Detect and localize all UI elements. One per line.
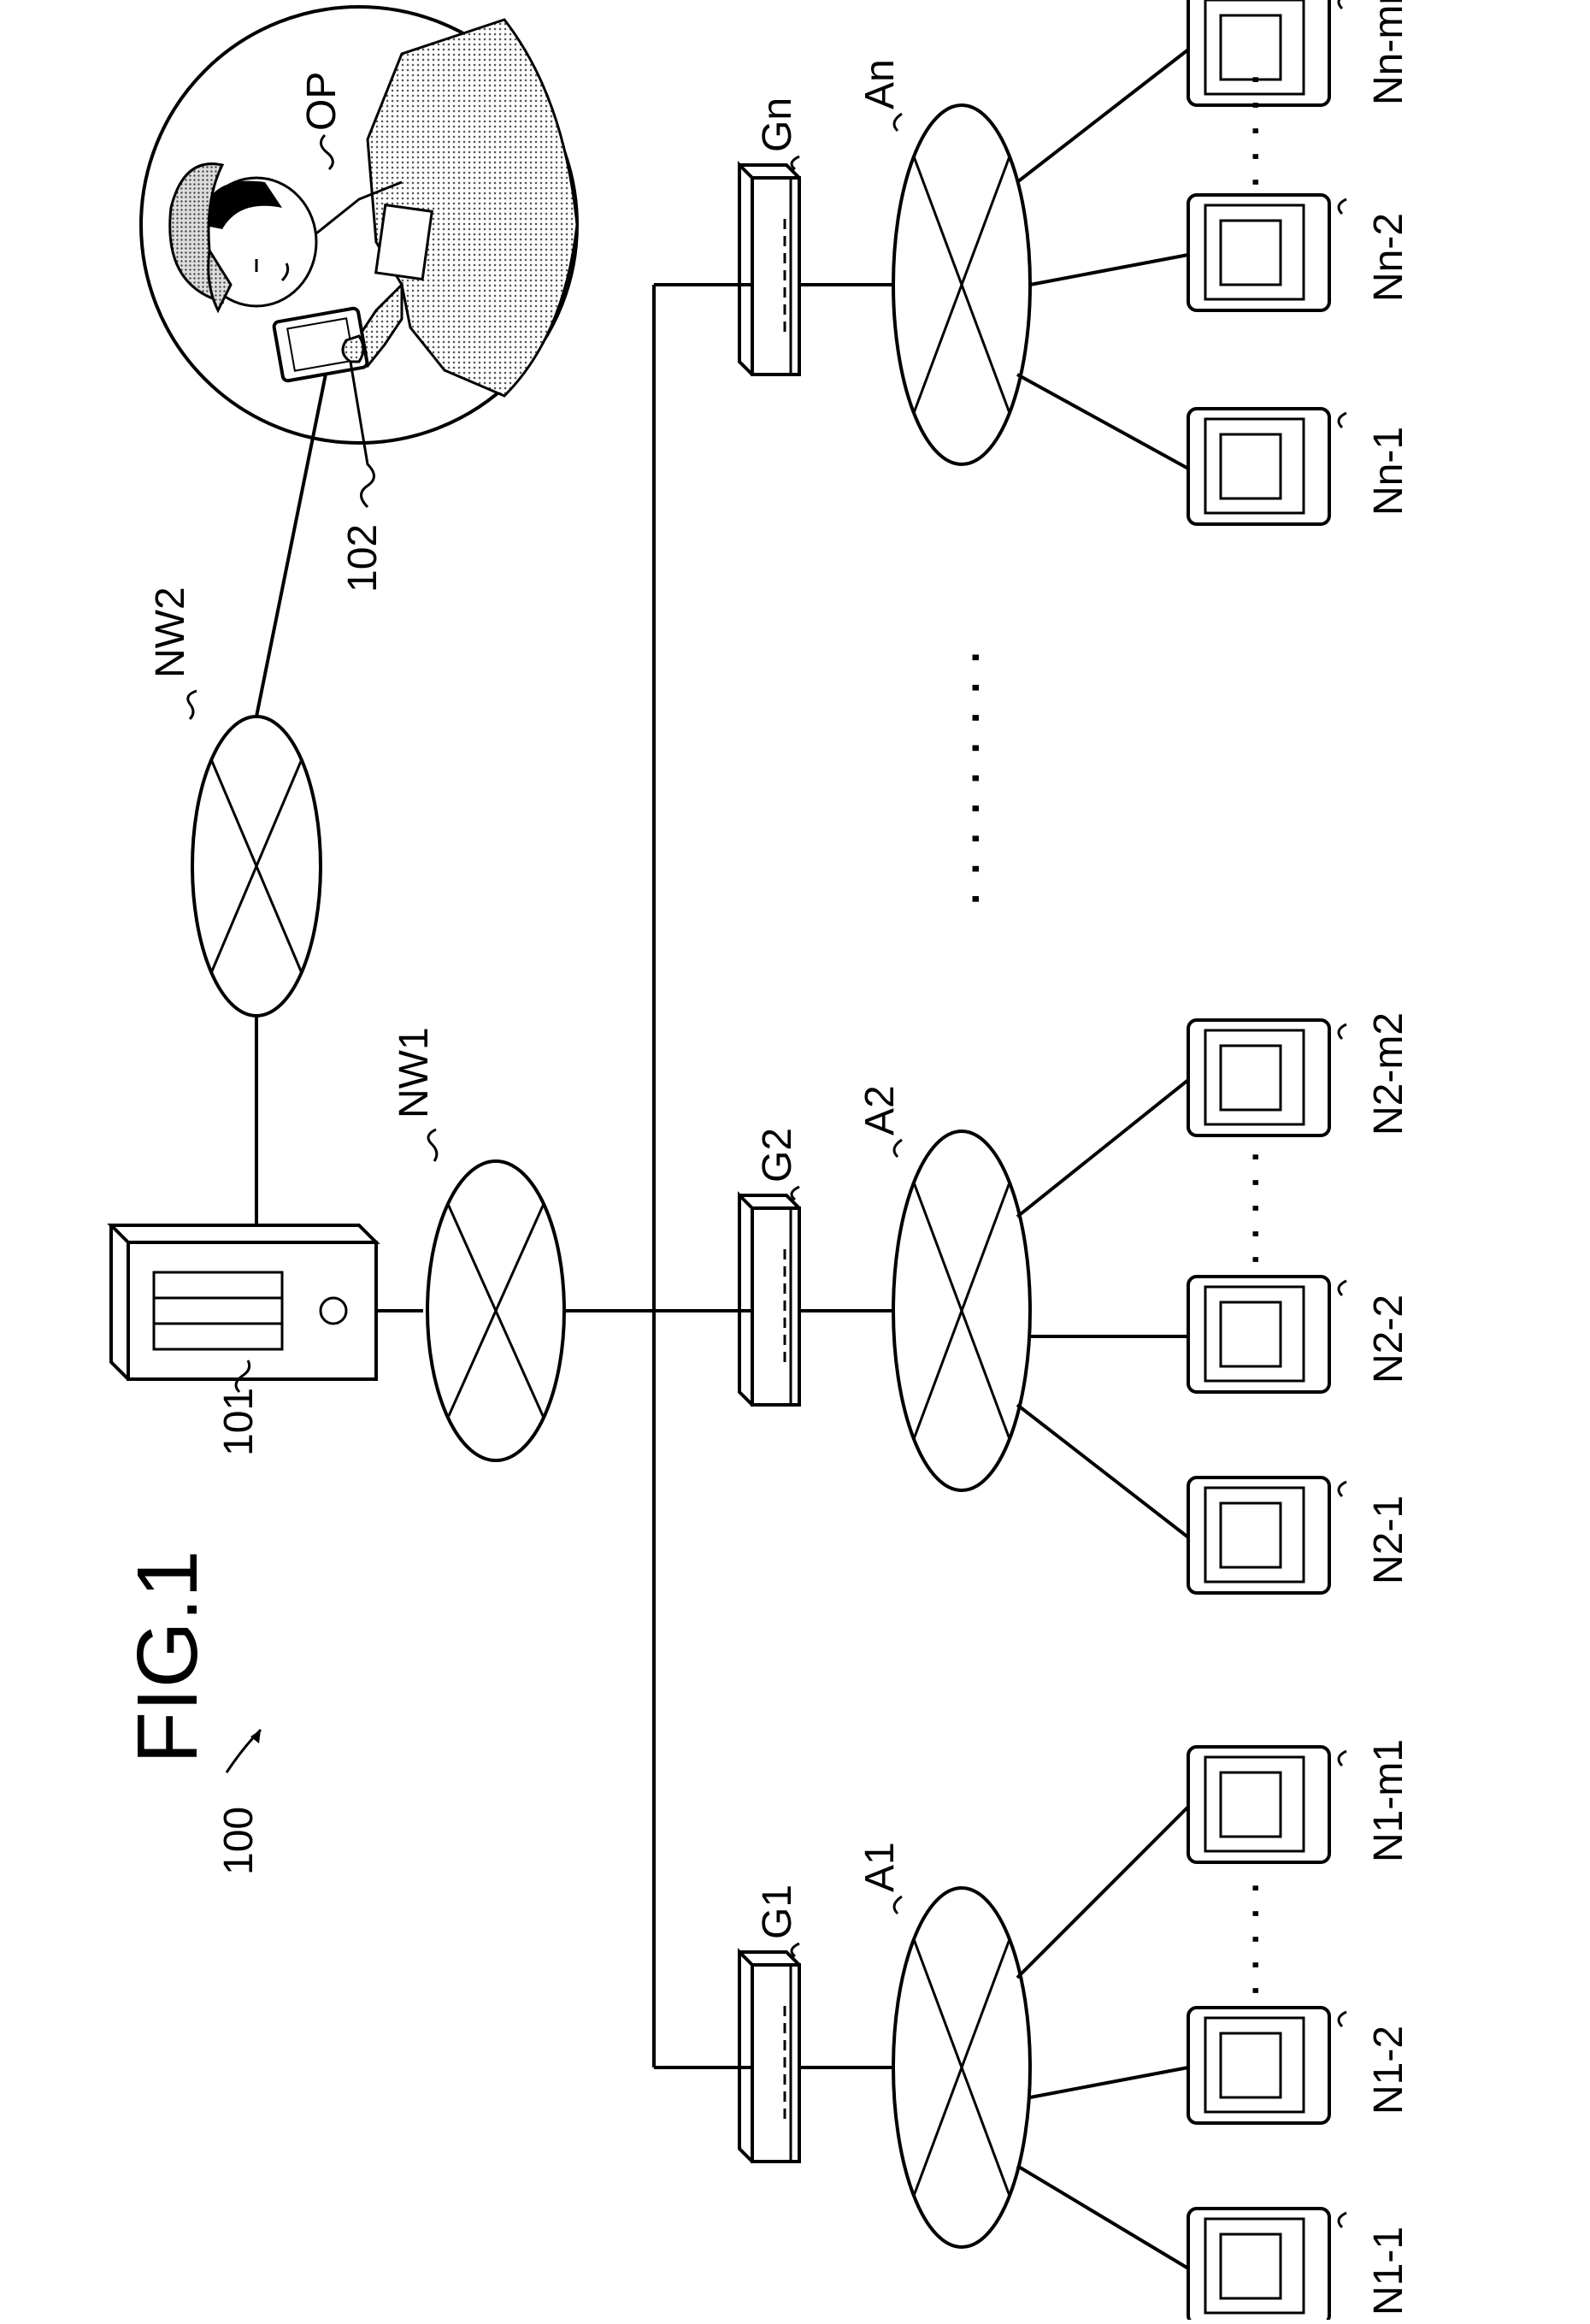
node-n1-1-label: N1-1 xyxy=(1366,2227,1411,2315)
g1-leader xyxy=(792,1944,799,1956)
ellipsis-group2: ····· xyxy=(1223,1140,1281,1268)
an-leader xyxy=(894,114,902,131)
node-nn-1-icon xyxy=(1188,409,1329,524)
link-nw2-terminal xyxy=(256,336,333,717)
node-n1-1-leader xyxy=(1339,2213,1346,2227)
node-n2-m2-leader xyxy=(1339,1024,1346,1039)
server-101-icon xyxy=(111,1225,376,1379)
server-ref-label: 101 xyxy=(216,1388,262,1456)
node-nn-2-icon xyxy=(1188,195,1329,310)
system-ref-label: 100 xyxy=(216,1807,262,1875)
node-nn-mn-label: Nn-mn xyxy=(1366,0,1411,105)
gateway-g1-icon xyxy=(739,1952,799,2162)
gn-label: Gn xyxy=(755,97,800,152)
node-n2-1-label: N2-1 xyxy=(1366,1495,1411,1584)
area-an-icon xyxy=(893,105,1030,464)
a1-label: A1 xyxy=(857,1842,903,1892)
area-a2-icon xyxy=(893,1131,1030,1490)
g2-leader xyxy=(792,1187,799,1200)
operator-illustration xyxy=(141,7,577,443)
g2-label: G2 xyxy=(755,1128,800,1183)
link-a1-n1-m1 xyxy=(1017,1807,1188,1978)
node-nn-2-label: Nn-2 xyxy=(1366,213,1411,302)
server-ref-leader xyxy=(236,1360,250,1392)
node-n1-2-icon xyxy=(1188,2008,1329,2123)
node-n1-2-leader xyxy=(1339,2012,1346,2026)
operator-ref-label: OP xyxy=(299,72,344,131)
area-a1-icon xyxy=(893,1888,1030,2247)
link-a2-n2-m2 xyxy=(1017,1080,1188,1217)
ellipsis-groupn: ····· xyxy=(1223,62,1281,191)
gateway-gn-icon xyxy=(739,165,799,375)
gn-leader xyxy=(792,156,799,169)
node-n2-2-label: N2-2 xyxy=(1366,1295,1411,1383)
node-n1-1-icon xyxy=(1188,2209,1329,2320)
node-n2-1-icon xyxy=(1188,1478,1329,1593)
node-nn-2-leader xyxy=(1339,199,1346,214)
nw1-label: NW1 xyxy=(392,1027,437,1118)
nw1-leader xyxy=(428,1130,437,1161)
node-n2-2-icon xyxy=(1188,1277,1329,1392)
link-a2-n2-1 xyxy=(1017,1405,1188,1537)
link-an-nn-1 xyxy=(1017,375,1188,469)
link-a1-n1-2 xyxy=(1030,2067,1188,2097)
node-nn-1-leader xyxy=(1339,413,1346,428)
node-n2-m2-label: N2-m2 xyxy=(1366,1012,1411,1135)
a1-leader xyxy=(894,1896,902,1914)
system-ref-arrowhead xyxy=(250,1730,261,1743)
network-nw2-icon xyxy=(192,717,321,1016)
node-nn-1-label: Nn-1 xyxy=(1366,427,1411,516)
node-n2-m2-icon xyxy=(1188,1020,1329,1135)
ellipsis-group1: ····· xyxy=(1223,1871,1281,1999)
nw2-label: NW2 xyxy=(148,587,193,678)
node-n2-2-leader xyxy=(1339,1281,1346,1295)
a2-label: A2 xyxy=(857,1085,903,1135)
g1-label: G1 xyxy=(755,1885,800,1939)
link-an-nn-mn xyxy=(1017,50,1188,182)
node-n1-m1-leader xyxy=(1339,1751,1346,1766)
node-n1-2-label: N1-2 xyxy=(1366,2026,1411,2115)
operator-ref-leader xyxy=(321,135,333,169)
gateway-g2-icon xyxy=(739,1195,799,1405)
nw2-leader xyxy=(188,691,197,719)
node-nn-mn-leader xyxy=(1339,0,1346,9)
an-label: An xyxy=(857,59,903,109)
link-a1-n1-1 xyxy=(1017,2166,1188,2268)
node-n2-1-leader xyxy=(1339,1482,1346,1496)
link-an-nn-2 xyxy=(1030,255,1188,285)
node-n1-m1-label: N1-m1 xyxy=(1366,1739,1411,1862)
a2-leader xyxy=(894,1140,902,1157)
network-nw1-icon xyxy=(427,1161,564,1460)
terminal-ref-leader xyxy=(350,362,374,507)
node-n1-m1-icon xyxy=(1188,1747,1329,1862)
terminal-ref-label: 102 xyxy=(340,524,386,593)
ellipsis-between-groups: ········· xyxy=(938,637,1004,909)
figure-title: FIG.1 xyxy=(120,1550,215,1764)
